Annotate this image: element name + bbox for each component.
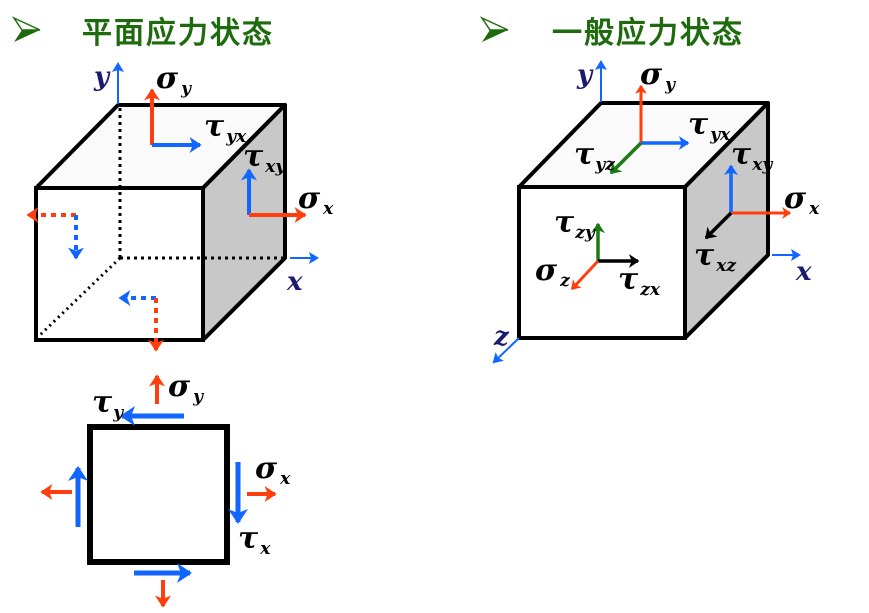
tau-yz-arrow [609,141,643,175]
heading-general-stress: 一般应力状态 [480,10,744,51]
z-axis-arrow [492,337,520,364]
label-tau-y: τy [92,385,124,423]
heading-plane-stress-text: 平面应力状态 [82,16,274,51]
arrowhead-bullet-icon [480,16,509,42]
heading-general-stress-text: 一般应力状态 [552,16,744,51]
cube-front-face [34,186,205,342]
z-axis-label: z [493,322,510,352]
heading-plane-stress: 平面应力状态 [12,10,274,51]
y-axis-label: y [576,60,594,90]
y-axis-label: y [93,62,111,92]
x-axis-label: x [795,257,812,287]
x-axis-label: x [286,267,303,297]
label-tau-xy: τxy [731,137,773,175]
element-square [87,424,230,565]
sigma-z-arrow [570,259,600,291]
hidden-edge [38,256,122,337]
label-tau-yz: τyz [574,137,615,175]
label-tau-zy: τzy [554,205,596,243]
tau-xz-arrow [704,211,733,240]
arrowhead-bullet-icon [12,16,41,42]
